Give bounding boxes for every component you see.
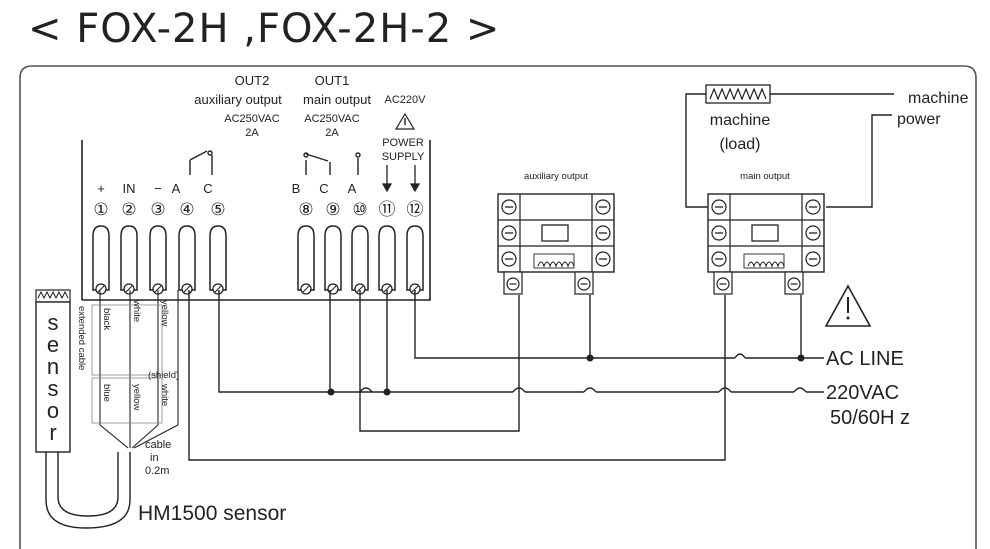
svg-text:blue: blue	[101, 384, 112, 402]
out1-rating: AC250VAC	[304, 113, 359, 125]
power-line2: SUPPLY	[382, 151, 425, 163]
power-arrows	[381, 165, 421, 193]
ac-voltage-label: 220VAC	[826, 382, 899, 404]
cable-note-1: cable	[145, 439, 171, 451]
wire-color-labels: black white yellow (shield) blue yellow …	[101, 299, 179, 411]
warning-triangle-small-icon	[394, 112, 416, 130]
terminal-slot	[92, 225, 110, 291]
terminal-label: C	[203, 181, 212, 196]
svg-text:(shield): (shield)	[148, 370, 179, 381]
cable-note-2: in	[150, 452, 159, 464]
terminal-slot	[406, 225, 424, 291]
cable-note-3: 0.2m	[145, 465, 169, 477]
relay-coil-icon	[537, 261, 575, 268]
out2-header: OUT2 auxiliary output AC250VAC 2A	[194, 73, 282, 139]
terminal-slot	[297, 225, 315, 291]
relay-window	[751, 224, 779, 242]
extended-cable-label: extended cable	[76, 306, 87, 370]
sensor-letter: s	[48, 376, 59, 401]
machine-power-line1: machine	[908, 90, 969, 107]
terminal-number: ①	[93, 200, 108, 219]
power-line1: POWER	[382, 137, 424, 149]
out2-rating: AC250VAC	[224, 113, 279, 125]
terminal-slot	[178, 225, 196, 291]
machine-load-coil-icon	[705, 84, 771, 104]
svg-text:white: white	[159, 383, 170, 406]
junction-dots	[327, 354, 805, 396]
sensor-letter: o	[47, 398, 59, 423]
machine-load-line1: machine	[710, 112, 771, 129]
svg-text:yellow: yellow	[159, 300, 170, 327]
out2-desc: auxiliary output	[194, 92, 282, 107]
terminal-number: ⑤	[210, 200, 225, 219]
relay-aux	[497, 193, 615, 295]
power-header: AC220V POWER SUPPLY	[382, 94, 426, 163]
machine-power-line2: power	[897, 111, 941, 128]
relay-main	[707, 193, 825, 295]
terminal-slot	[324, 225, 342, 291]
sensor-wires	[91, 290, 179, 449]
terminal-block	[81, 140, 431, 301]
terminal-slot	[378, 225, 396, 291]
terminal-label: −	[154, 181, 162, 196]
relay-main-label: main output	[740, 171, 790, 182]
terminal-label: A	[348, 181, 357, 196]
terminal-slot	[351, 225, 369, 291]
out1-desc: main output	[303, 92, 371, 107]
terminal-label-group: + IN − A C B C A	[97, 181, 356, 196]
sensor-letter: s	[48, 310, 59, 335]
sensor-letter: r	[49, 420, 56, 445]
relay-contact-main	[303, 152, 361, 175]
terminal-number: ⑩	[352, 200, 367, 219]
terminal-label: IN	[123, 181, 136, 196]
relay-coil-icon	[747, 261, 785, 268]
sensor-cable	[45, 452, 131, 529]
terminal-number: ⑪	[379, 200, 396, 219]
terminal-number: ⑨	[325, 200, 340, 219]
terminal-number: ②	[121, 200, 136, 219]
terminal-label: +	[97, 181, 105, 196]
sensor-letter: e	[47, 332, 59, 357]
page-title: < FOX-2H ,FOX-2H-2 >	[28, 6, 501, 52]
relay-modules	[497, 193, 825, 295]
ac-line-label: AC LINE	[826, 348, 904, 370]
out2-name: OUT2	[235, 73, 270, 88]
power-voltage: AC220V	[385, 94, 427, 106]
terminal-slot	[209, 225, 227, 291]
terminal-number: ④	[179, 200, 194, 219]
ac-freq-label: 50/60H z	[830, 407, 910, 429]
terminal-number: ③	[150, 200, 165, 219]
wiring	[188, 93, 894, 461]
relay-contact-aux	[189, 150, 213, 175]
sensor-model-label: HM1500 sensor	[138, 502, 286, 525]
svg-text:yellow: yellow	[131, 384, 142, 411]
out1-header: OUT1 main output AC250VAC 2A	[303, 73, 371, 139]
terminal-slot	[149, 225, 167, 291]
warning-triangle-icon	[824, 284, 872, 327]
svg-text:black: black	[101, 308, 112, 330]
outer-frame	[19, 65, 977, 549]
out1-current: 2A	[325, 127, 339, 139]
terminal-number: ⑫	[407, 200, 424, 219]
terminal-label: B	[292, 181, 301, 196]
terminal-number: ⑧	[298, 200, 313, 219]
sensor-body: sensor	[35, 289, 71, 453]
relay-aux-label: auxiliary output	[524, 171, 588, 182]
relay-window	[541, 224, 569, 242]
terminal-label: C	[319, 181, 328, 196]
svg-text:white: white	[131, 299, 142, 322]
terminal-slot	[120, 225, 138, 291]
terminal-label: A	[172, 181, 181, 196]
sensor-letter: n	[47, 354, 59, 379]
out1-name: OUT1	[315, 73, 350, 88]
machine-load-line2: (load)	[720, 136, 761, 153]
out2-current: 2A	[245, 127, 259, 139]
